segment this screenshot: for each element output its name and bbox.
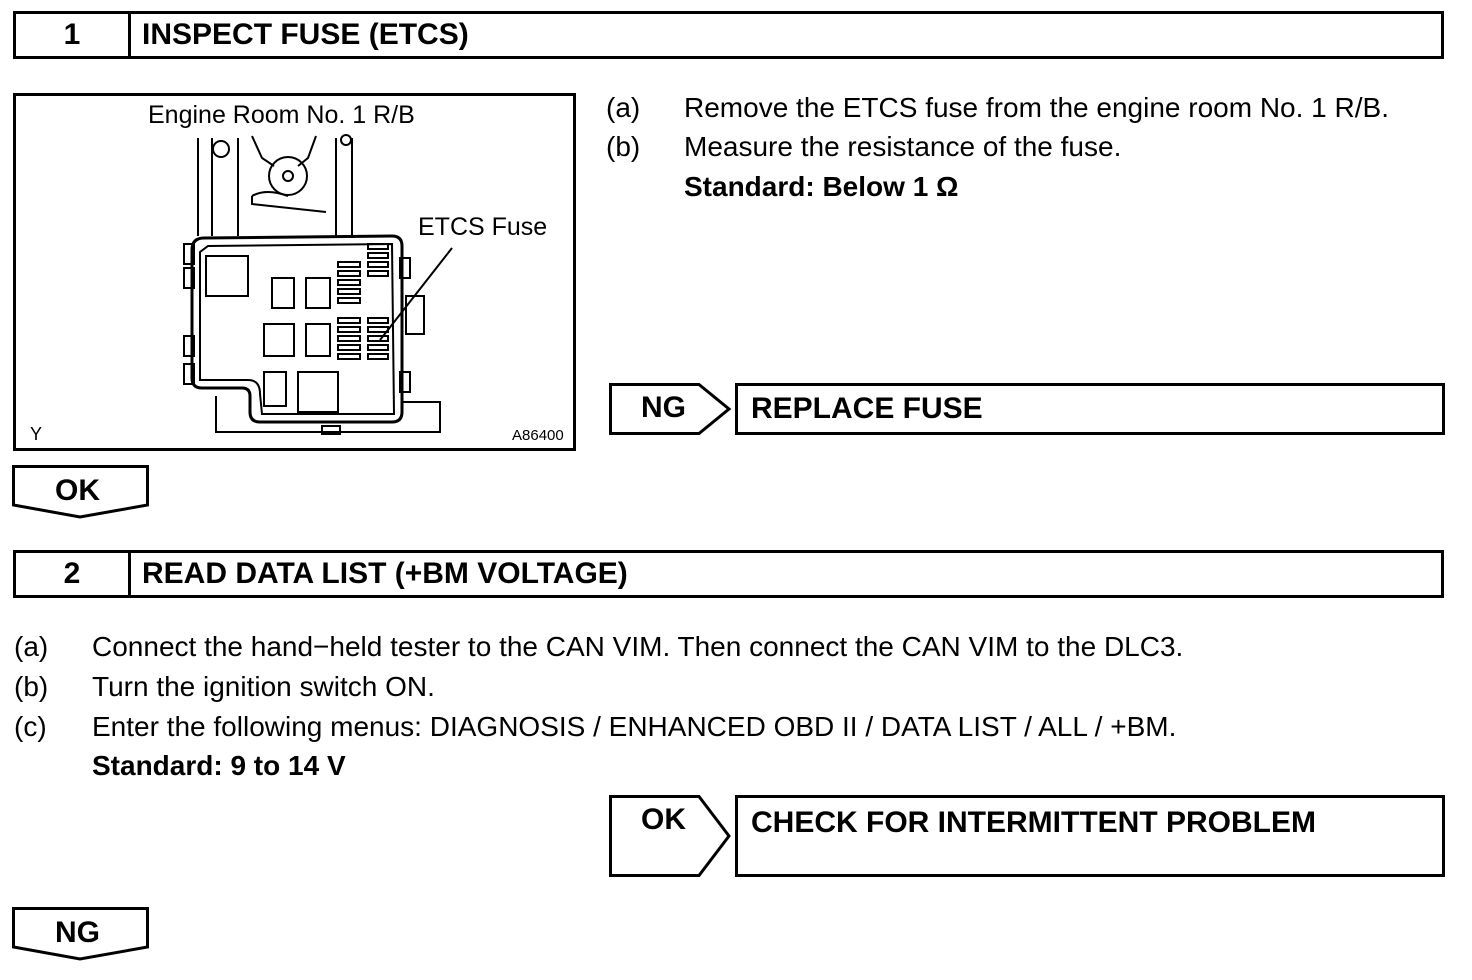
step2-marker-c: (c) bbox=[14, 711, 47, 742]
step2-ok-tag: OK bbox=[609, 795, 733, 877]
step2-instruction-a: Connect the hand−held tester to the CAN … bbox=[92, 631, 1184, 662]
figure-code: A86400 bbox=[512, 427, 564, 444]
ok-label: OK bbox=[641, 803, 686, 836]
step-1-header: 1 INSPECT FUSE (ETCS) bbox=[13, 11, 1444, 59]
arrow-right-icon bbox=[609, 795, 731, 877]
fuse-box-drawing bbox=[183, 134, 453, 435]
step2-instruction-b: Turn the ignition switch ON. bbox=[92, 671, 435, 702]
step1-standard: Standard: Below 1 Ω bbox=[684, 171, 959, 202]
arrow-down-icon bbox=[12, 907, 149, 961]
step1-ng-result: REPLACE FUSE bbox=[735, 383, 1445, 435]
step1-marker-b: (b) bbox=[606, 131, 641, 162]
step2-marker-b: (b) bbox=[14, 671, 49, 702]
step2-marker-a: (a) bbox=[14, 631, 49, 662]
step-number: 1 bbox=[16, 14, 131, 56]
step1-instruction-a: Remove the ETCS fuse from the engine roo… bbox=[684, 92, 1389, 123]
step-2-header: 2 READ DATA LIST (+BM VOLTAGE) bbox=[13, 550, 1444, 598]
ng-label: NG bbox=[55, 916, 100, 949]
step2-instruction-c: Enter the following menus: DIAGNOSIS / E… bbox=[92, 711, 1177, 742]
arrow-down-icon bbox=[12, 465, 149, 519]
step1-ng-tag: NG bbox=[609, 383, 733, 435]
step1-instruction-b: Measure the resistance of the fuse. bbox=[684, 131, 1122, 162]
figure-top-label: Engine Room No. 1 R/B bbox=[148, 101, 415, 129]
figure-callout: ETCS Fuse bbox=[418, 213, 548, 241]
step-title: READ DATA LIST (+BM VOLTAGE) bbox=[142, 557, 628, 590]
ng-label: NG bbox=[641, 391, 686, 424]
step2-ok-result: CHECK FOR INTERMITTENT PROBLEM bbox=[735, 795, 1445, 877]
fuse-box-figure: Engine Room No. 1 R/B ETCS Fuse Y A86400 bbox=[13, 93, 576, 451]
step-number: 2 bbox=[16, 553, 131, 595]
step1-marker-a: (a) bbox=[606, 92, 641, 123]
step-title: INSPECT FUSE (ETCS) bbox=[142, 18, 469, 51]
figure-corner-left: Y bbox=[30, 424, 43, 444]
step2-ng-tag: NG bbox=[12, 907, 150, 961]
step1-ok-tag: OK bbox=[12, 465, 150, 519]
arrow-right-icon bbox=[609, 383, 732, 435]
step2-standard: Standard: 9 to 14 V bbox=[92, 750, 346, 781]
ok-label: OK bbox=[55, 474, 100, 507]
